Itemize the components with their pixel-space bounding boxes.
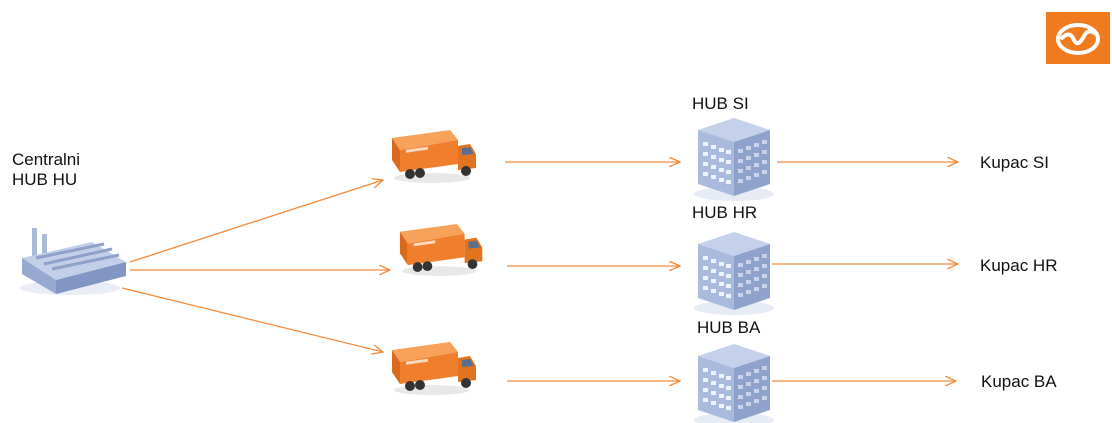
customer-label-hr: Kupac HR	[980, 256, 1058, 275]
route-arrow-central-to-truck-ba	[121, 287, 383, 352]
truck-icon-si	[392, 130, 476, 183]
factory-icon	[20, 228, 126, 295]
hub-building-icon-hr	[694, 232, 774, 315]
customer-label-ba: Kupac BA	[981, 372, 1057, 391]
customer-label-si: Kupac SI	[980, 153, 1049, 172]
route-arrow-central-to-truck-si	[129, 180, 383, 263]
hub-label-ba: HUB BA	[697, 318, 761, 337]
company-logo	[1046, 12, 1110, 64]
central-hub-label-line1: Centralni	[12, 150, 81, 169]
truck-icon-ba	[392, 342, 476, 395]
central-hub-label-line2: HUB HU	[12, 170, 78, 189]
hub-building-icon-ba	[694, 344, 774, 423]
hub-label-si: HUB SI	[692, 94, 749, 113]
hub-building-icon-si	[694, 118, 774, 201]
hub-label-hr: HUB HR	[692, 203, 758, 222]
truck-icon-hr	[399, 223, 483, 276]
central-hub-label: Centralni HUB HU	[12, 150, 80, 190]
